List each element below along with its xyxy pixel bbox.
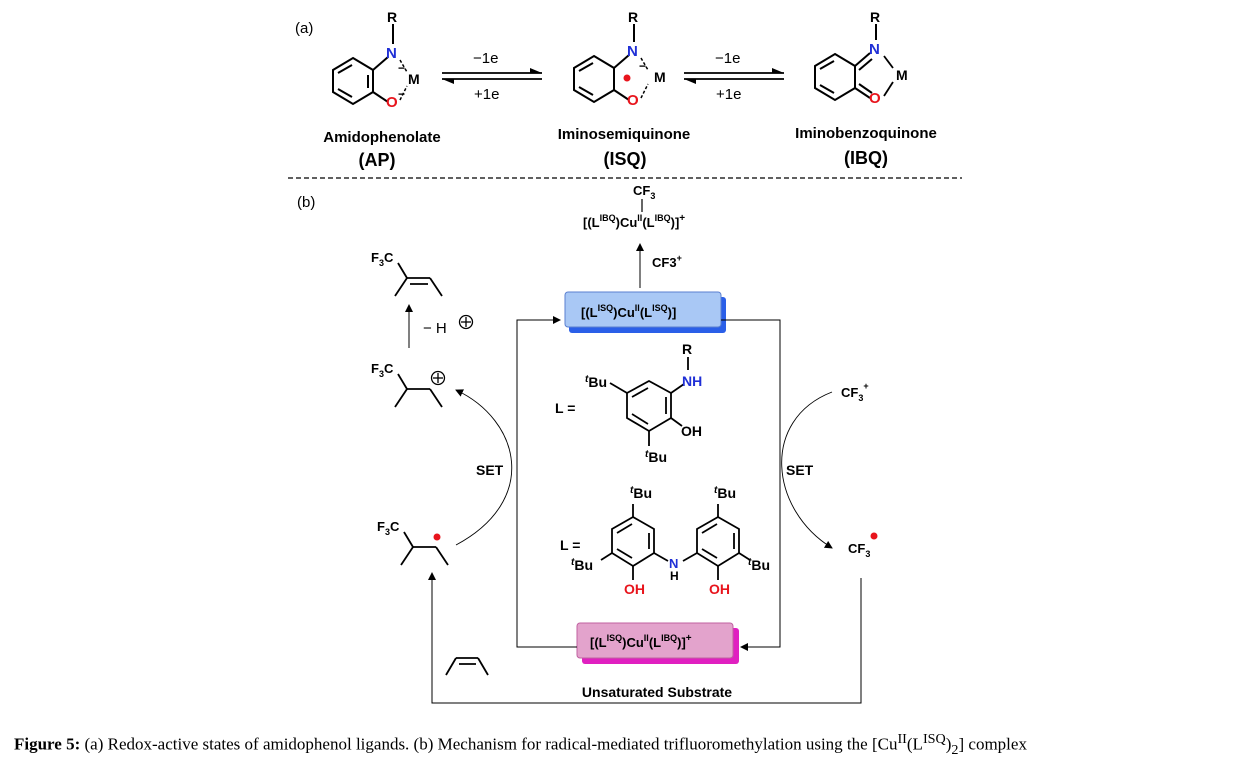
arrow-2-top-label: −1e <box>715 50 740 67</box>
state-name-ibq: Iminobenzoquinone <box>795 125 937 142</box>
atom-r: R <box>628 9 638 25</box>
substrate-label: Unsaturated Substrate <box>582 684 732 700</box>
ligand-1-nh: NH <box>682 373 702 389</box>
set-right-label: SET <box>786 462 814 478</box>
atom-m: M <box>896 67 908 83</box>
mechanism-scheme: (a) R N O M − − −1e +1e R <box>288 9 962 704</box>
caption-sup-2: ISQ <box>922 731 946 747</box>
ligand-1-oh: OH <box>681 423 702 439</box>
atom-m: M <box>654 69 666 85</box>
atom-r: R <box>870 9 880 25</box>
oplus-icon <box>458 314 474 330</box>
arrow-2-bottom-label: +1e <box>716 86 741 103</box>
ligand-2-tbu-a: tBu <box>630 485 652 501</box>
minus-h-label: − H <box>423 320 447 337</box>
caption-bold: Figure 5: <box>14 734 81 754</box>
carbocation-intermediate: F3C <box>371 361 446 408</box>
state-name-ap: Amidophenolate <box>323 129 441 146</box>
radical-dot <box>433 533 441 541</box>
caption-sup-1: II <box>897 731 907 747</box>
radical-intermediate: F3C <box>377 519 449 566</box>
arrow-1-bottom-label: +1e <box>474 86 499 103</box>
svg-text:−: − <box>398 87 405 101</box>
svg-text:[(LISQ)CuII(LISQ)]: [(LISQ)CuII(LISQ)] <box>581 303 676 320</box>
cf3-radical: CF3 <box>848 541 870 559</box>
ligand-2-n: N <box>669 556 678 571</box>
set-arc-right <box>781 391 833 549</box>
atom-o: O <box>869 90 881 107</box>
ligand-1-tbu-b: tBu <box>645 449 667 465</box>
oplus-icon <box>430 370 446 386</box>
ligand-2-tbu-b: tBu <box>714 485 736 501</box>
ligand-2-structure: L = N H OH OH tBu tBu tBu tBu <box>560 485 770 597</box>
state-name-isq: Iminosemiquinone <box>558 126 691 143</box>
atom-m: M <box>408 71 420 87</box>
svg-text:[(LIBQ)CuII(LIBQ)]+: [(LIBQ)CuII(LIBQ)]+ <box>583 213 685 230</box>
ligand-2-tbu-d: tBu <box>748 557 770 573</box>
equilibrium-arrow-2: −1e +1e <box>684 50 784 103</box>
caption-text-2: (L <box>906 734 923 754</box>
cycle-lines <box>428 316 862 704</box>
structure-iminobenzoquinone: R N O M <box>814 9 908 107</box>
atom-r: R <box>387 9 397 25</box>
state-abbr-ibq: (IBQ) <box>844 148 888 168</box>
ligand-1-eq: L = <box>555 400 575 416</box>
svg-text:F3C: F3C <box>371 361 394 379</box>
structure-iminosemiquinone: R N O M − <box>573 9 666 109</box>
svg-text:−: − <box>398 61 405 75</box>
state-abbr-ap: (AP) <box>359 150 396 170</box>
cf3-plus-right: CF3+ <box>841 381 869 403</box>
substrate-alkene-icon <box>445 657 489 676</box>
panel-a-label: (a) <box>295 20 313 37</box>
ligand-2-eq: L = <box>560 537 580 553</box>
caption-text-4: ] complex <box>958 734 1027 754</box>
equilibrium-arrow-1: −1e +1e <box>442 50 542 103</box>
atom-n: N <box>386 45 397 62</box>
structure-amidophenolate: R N O M − − <box>332 9 420 111</box>
svg-text:CF3: CF3 <box>633 183 655 201</box>
svg-text:F3C: F3C <box>377 519 400 537</box>
catalyst-box-top: [(LISQ)CuII(LISQ)] <box>564 291 726 333</box>
atom-o: O <box>386 94 398 111</box>
svg-text:−: − <box>639 59 646 73</box>
atom-o: O <box>627 92 639 109</box>
ligand-1-r: R <box>682 341 692 357</box>
caption-sub: 2 <box>951 742 959 759</box>
alkene-product: F3C <box>371 250 443 297</box>
atom-n: N <box>869 41 880 58</box>
caption-text-3: ) <box>945 734 952 754</box>
cf3-plus-label: CF3+ <box>652 253 682 270</box>
svg-text:F3C: F3C <box>371 250 394 268</box>
set-arc-left <box>455 389 513 546</box>
panel-b-label: (b) <box>297 194 315 211</box>
ligand-2-h: H <box>670 569 679 583</box>
atom-n: N <box>627 43 638 60</box>
ligand-2-tbu-c: tBu <box>571 557 593 573</box>
arrow-1-top-label: −1e <box>473 50 498 67</box>
radical-dot-cf3 <box>870 532 878 540</box>
ligand-2-oh-a: OH <box>624 581 645 597</box>
caption-text-1: (a) Redox-active states of amidophenol l… <box>80 734 898 754</box>
ligand-1-structure: L = R NH OH tBu tBu <box>555 341 702 465</box>
set-left-label: SET <box>476 462 504 478</box>
figure-caption: Figure 5: (a) Redox-active states of ami… <box>14 731 1249 759</box>
top-product: CF3 [(LIBQ)CuII(LIBQ)]+ <box>583 183 685 230</box>
ligand-1-tbu-a: tBu <box>585 374 607 390</box>
ligand-2-oh-b: OH <box>709 581 730 597</box>
svg-text:[(LISQ)CuII(LIBQ)]+: [(LISQ)CuII(LIBQ)]+ <box>590 633 692 650</box>
state-abbr-isq: (ISQ) <box>604 149 647 169</box>
catalyst-box-bottom: [(LISQ)CuII(LIBQ)]+ <box>576 622 739 664</box>
